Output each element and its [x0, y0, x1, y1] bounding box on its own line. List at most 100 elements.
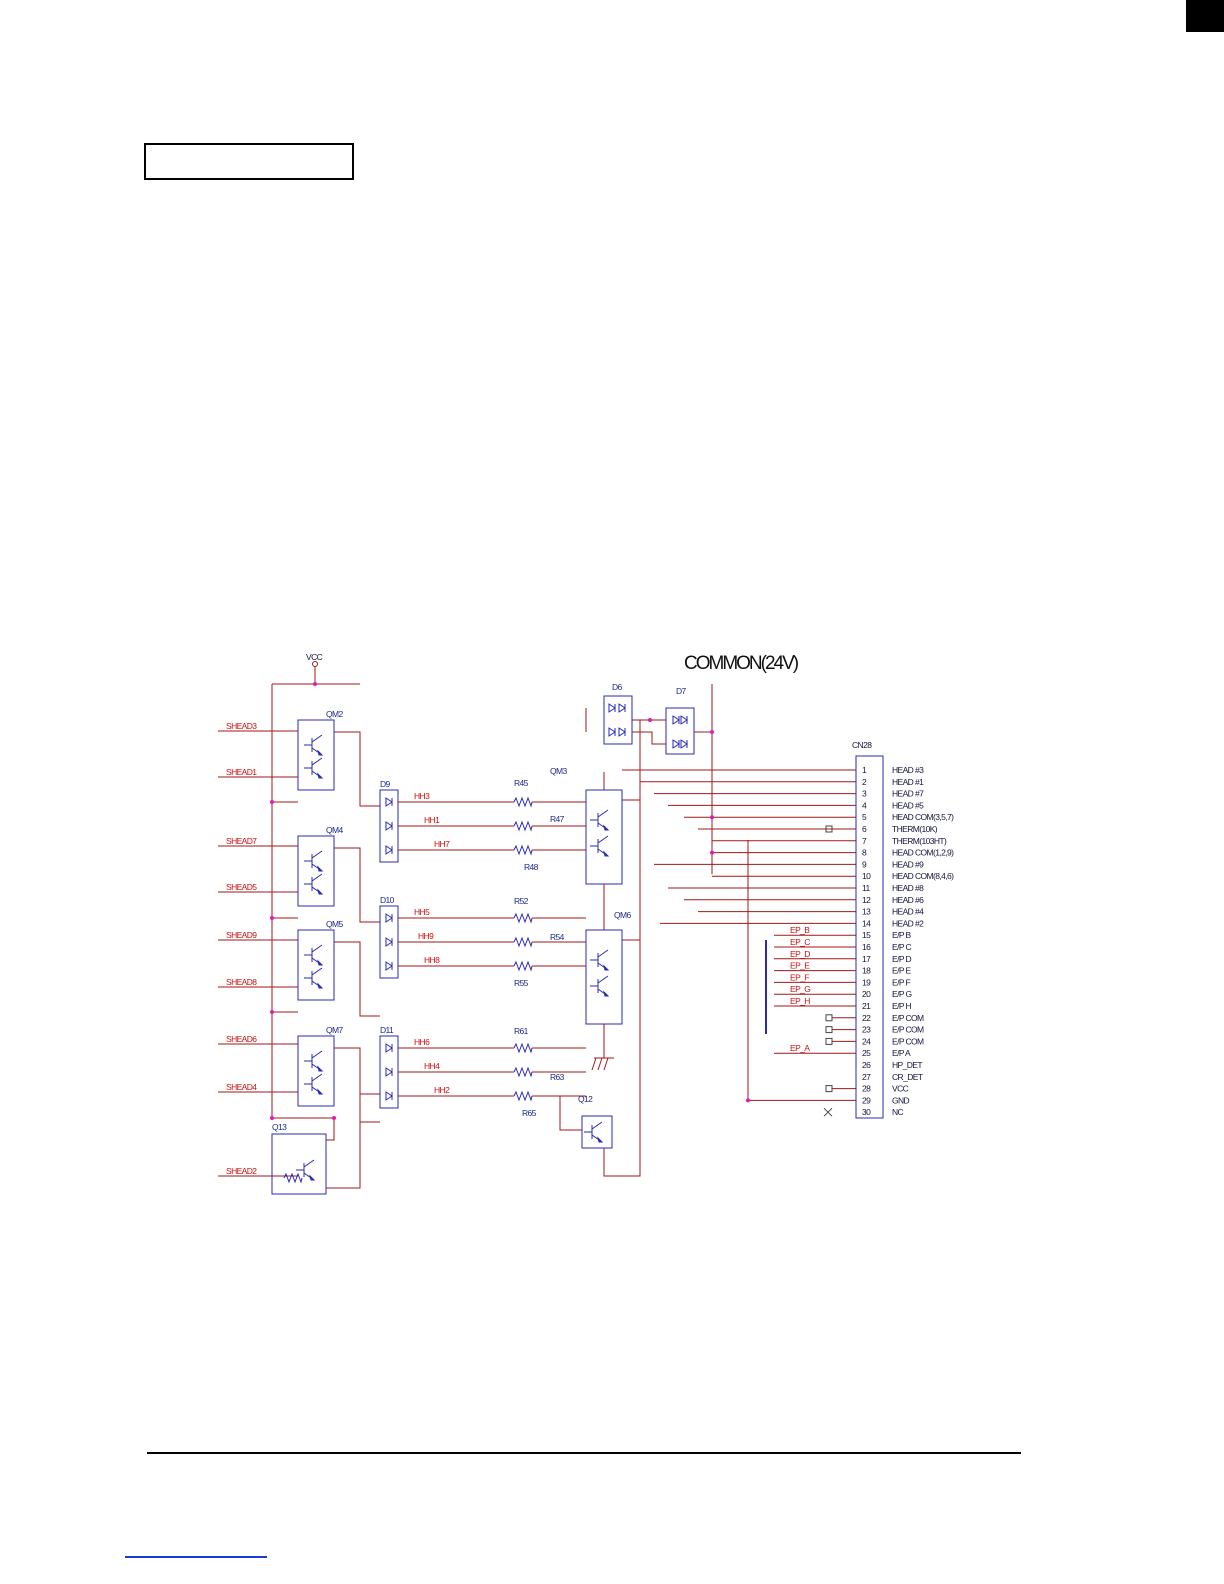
transistor-array-qm4 [297, 835, 335, 907]
pin-function-4: HEAD #5 [892, 800, 924, 810]
pin-function-15: E/P B [892, 930, 912, 940]
diode-triangle [608, 703, 616, 713]
resistor-r61 [513, 1042, 533, 1054]
emitter-arrow [317, 865, 324, 872]
diode-triangle [385, 1043, 393, 1053]
label-qm3: QM3 [550, 766, 567, 776]
resistor-r48 [513, 844, 533, 856]
collector-leg [591, 1121, 603, 1130]
emitter-arrow [317, 982, 324, 989]
diode-array-d9 [379, 789, 399, 863]
wire-layer [218, 667, 856, 1189]
pin-function-5: HEAD COM(3,5,7) [892, 812, 954, 822]
label-r48: R48 [524, 862, 539, 872]
q13-base-resistor [283, 1172, 303, 1184]
net-label-ep_f: EP_F [790, 972, 809, 982]
pin-function-8: HEAD COM(1,2,9) [892, 848, 954, 858]
transistor-array-qm2 [297, 719, 335, 791]
bjt-qm6-b [590, 975, 610, 997]
emitter-arrow [603, 824, 610, 831]
junction-dot [332, 1116, 336, 1120]
pin-function-26: HP_DET [892, 1060, 922, 1070]
diode-element [385, 937, 393, 947]
q12-return [603, 720, 641, 1177]
pin-function-27: CR_DET [892, 1072, 923, 1082]
net-label-hh8: HH8 [424, 955, 440, 965]
collector-leg [303, 1159, 315, 1168]
diode-element [385, 1091, 393, 1101]
bjt-qm3-a [590, 809, 610, 831]
diode-array-d11 [379, 1035, 399, 1109]
pin-number-10: 10 [862, 871, 871, 881]
ground-hatch [603, 1057, 609, 1071]
label-qm6: QM6 [614, 910, 631, 920]
label-d9: D9 [380, 779, 391, 789]
label-layer: VCC COMMON(24V) SHEAD3SHEAD1SHEAD7SHEAD5… [226, 652, 955, 1176]
label-cn28: CN28 [852, 740, 872, 750]
diode-pair-d6 [603, 695, 633, 745]
net-label-hh1: HH1 [424, 815, 440, 825]
pin-function-11: HEAD #8 [892, 883, 924, 893]
net-label-ep_e: EP_E [790, 961, 810, 971]
collector-leg [311, 944, 323, 953]
ground-hatch [597, 1057, 603, 1071]
pin-number-22: 22 [862, 1013, 871, 1023]
label-d10: D10 [380, 895, 395, 905]
diode-element [618, 727, 626, 737]
collector-leg [311, 967, 323, 976]
bjt-qm4-b [304, 873, 324, 895]
diode-triangle [385, 821, 393, 831]
label-r47: R47 [550, 814, 565, 824]
emitter-arrow [603, 964, 610, 971]
diode-triangle [385, 937, 393, 947]
driver-qm3 [585, 789, 623, 885]
label-r52: R52 [514, 896, 529, 906]
net-label-hh7: HH7 [434, 839, 450, 849]
diode-element [385, 845, 393, 855]
pin-function-19: E/P F [892, 977, 911, 987]
diode-triangle [618, 703, 626, 713]
diode-element [672, 739, 680, 749]
pin-function-3: HEAD #7 [892, 789, 924, 799]
junction-dot [270, 1010, 274, 1014]
signal-label-shead1: SHEAD1 [226, 767, 257, 777]
pin-number-12: 12 [862, 895, 871, 905]
pin-number-16: 16 [862, 942, 871, 952]
emitter-arrow [317, 1088, 324, 1095]
pin-function-23: E/P COM [892, 1025, 924, 1035]
label-r45: R45 [514, 778, 529, 788]
footer-rule [147, 1452, 1021, 1454]
vcc-terminal [312, 661, 318, 667]
diode-triangle [608, 727, 616, 737]
bjt-q13 [296, 1159, 316, 1181]
label-q13: Q13 [272, 1122, 287, 1132]
label-d11: D11 [380, 1025, 394, 1035]
pin-number-15: 15 [862, 930, 871, 940]
collector-leg [311, 1050, 323, 1059]
pin-number-24: 24 [862, 1036, 871, 1046]
diode-array-d10 [379, 905, 399, 979]
pin-number-11: 11 [862, 883, 870, 893]
diode-element [672, 715, 680, 725]
label-r65: R65 [522, 1108, 537, 1118]
signal-label-shead5: SHEAD5 [226, 882, 257, 892]
junction-dot [270, 800, 274, 804]
qm-out-a [334, 1047, 380, 1123]
transistor-q13 [271, 1133, 327, 1195]
emitter-arrow [317, 1065, 324, 1072]
pin-number-23: 23 [862, 1025, 871, 1035]
pin-function-1: HEAD #3 [892, 765, 924, 775]
collector-leg [311, 734, 323, 743]
open-pin-marker [825, 1014, 833, 1022]
bjt-qm5-a [304, 944, 324, 966]
pin-function-16: E/P C [892, 942, 912, 952]
diode-element [680, 715, 688, 725]
net-label-hh9: HH9 [418, 931, 434, 941]
resistor-r52 [513, 912, 533, 924]
common-24v-label: COMMON(24V) [684, 653, 799, 674]
pin-function-20: E/P G [892, 989, 912, 999]
diode-pair-d7 [665, 707, 695, 755]
label-qm4: QM4 [326, 825, 343, 835]
pin-number-1: 1 [862, 765, 867, 775]
collector-leg [597, 949, 609, 958]
